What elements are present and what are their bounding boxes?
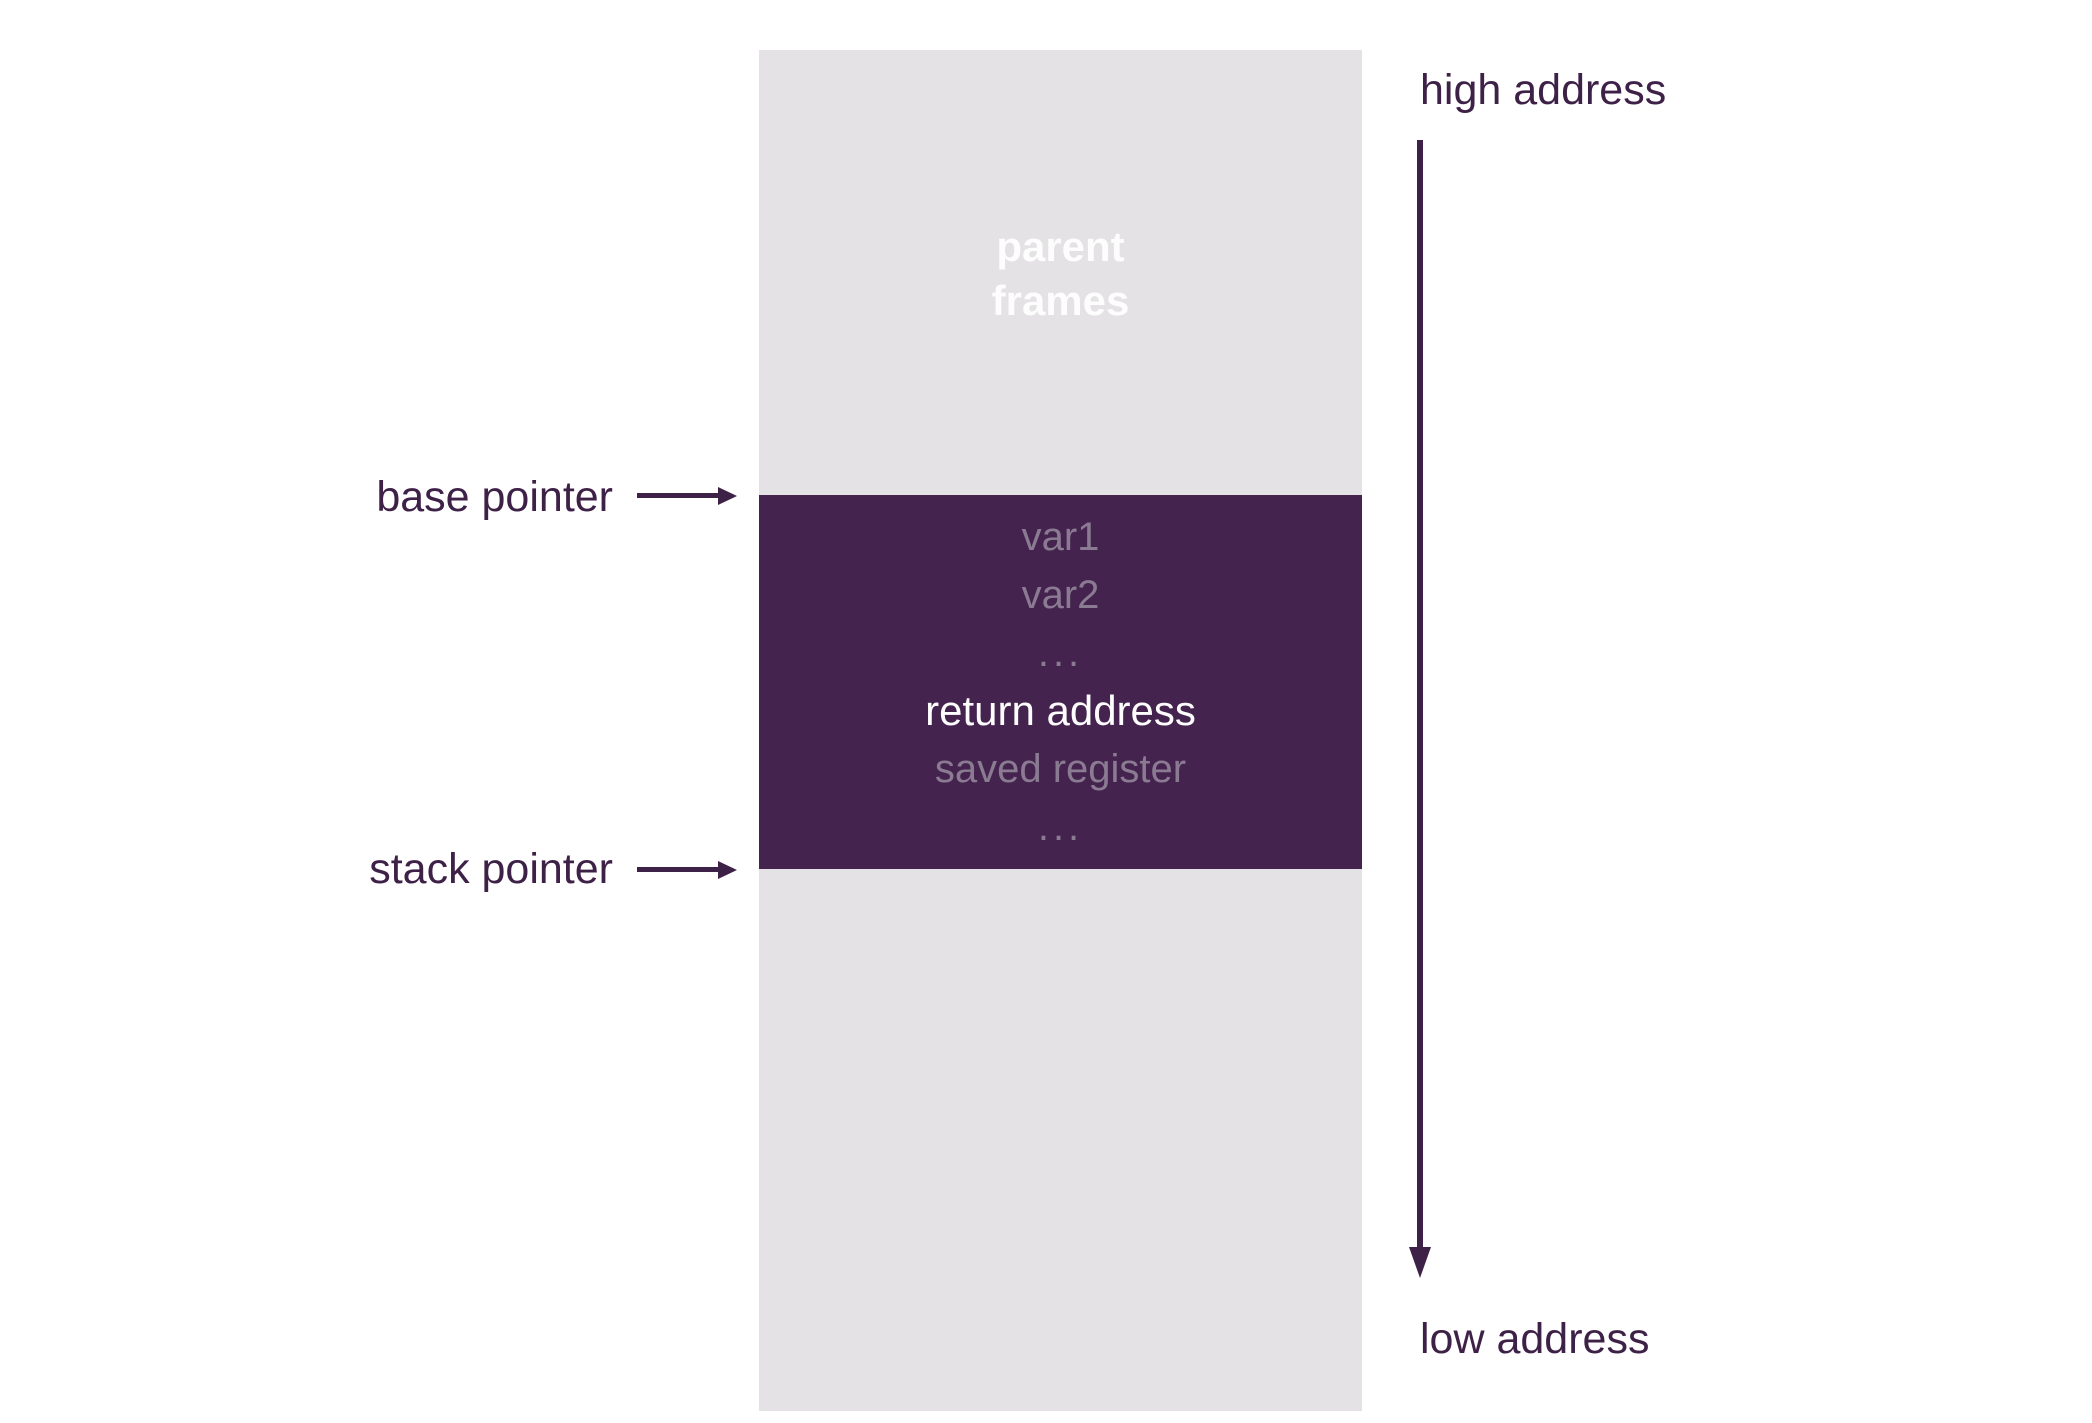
frame-line: ...: [1037, 631, 1084, 675]
parent-frames-label: parent frames: [759, 220, 1362, 328]
low-address-label: low address: [1420, 1315, 1650, 1363]
frame-line: ...: [1037, 805, 1084, 849]
current-stack-frame: var1 var2... return address saved register.…: [759, 495, 1362, 869]
frame-line: var1: [1021, 515, 1100, 559]
frame-line: var2: [1021, 573, 1100, 617]
parent-frames-line-1: parent: [996, 223, 1125, 270]
address-direction-arrow-line: [1417, 140, 1423, 1247]
base-pointer-arrow-line: [637, 493, 719, 498]
parent-frames-line-2: frames: [991, 277, 1130, 324]
address-direction-arrow-head-icon: [1409, 1247, 1431, 1278]
stack-pointer-label: stack pointer: [369, 845, 613, 893]
base-pointer-arrow-head-icon: [718, 487, 737, 505]
stack-pointer-arrow-line: [637, 867, 719, 872]
frame-line: return address: [925, 687, 1196, 734]
frame-line: saved register: [934, 747, 1187, 791]
base-pointer-label: base pointer: [376, 473, 613, 521]
high-address-label: high address: [1420, 66, 1667, 114]
stack-pointer-arrow-head-icon: [718, 861, 737, 879]
